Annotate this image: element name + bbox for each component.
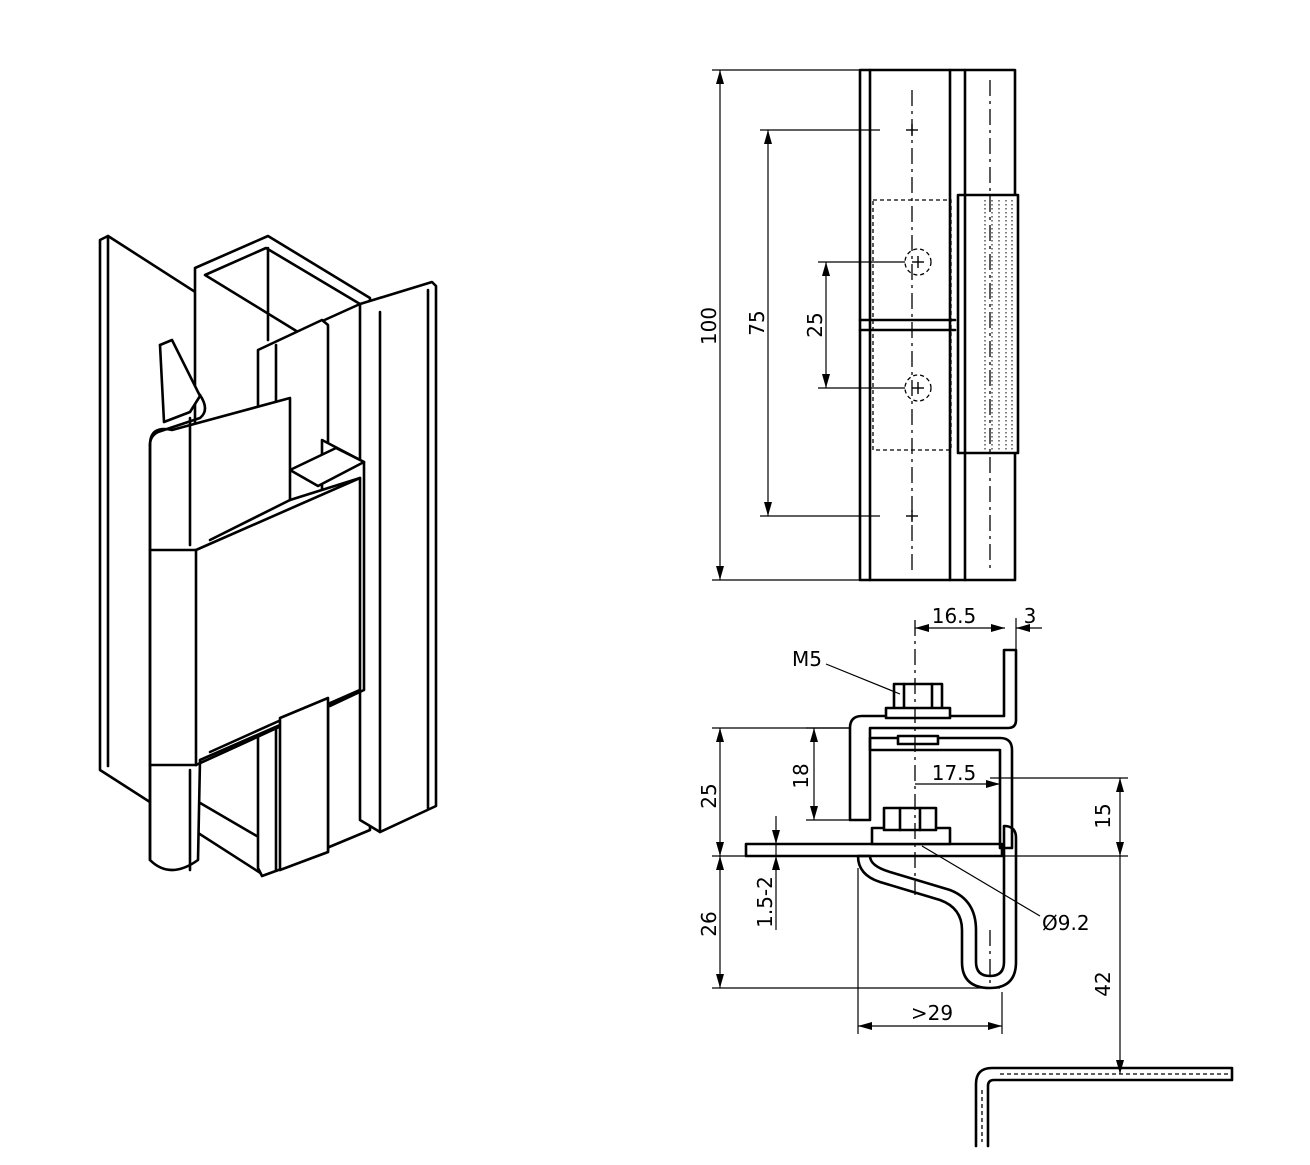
l-profile-detail: [974, 1066, 1234, 1148]
dim-width-min: >29: [911, 1001, 953, 1025]
section-view: 16.5 3 M5 18 17.5 25 15: [697, 604, 1128, 1074]
dim-hole-spacing-outer: 75: [745, 310, 769, 335]
dim-offset-b: 3: [1024, 604, 1037, 628]
dim-gap-range: 1.5-2: [753, 876, 777, 928]
dim-height-profile: 42: [1091, 971, 1115, 996]
dim-offset-c: 17.5: [932, 761, 977, 785]
dim-height-upper: 25: [697, 783, 721, 808]
dim-height-total: 100: [697, 307, 721, 345]
front-view: 100 75 25: [697, 68, 1020, 582]
label-bore-diameter: Ø9.2: [1042, 911, 1090, 935]
dim-offset-a: 16.5: [932, 604, 977, 628]
label-thread: M5: [792, 647, 822, 671]
isometric-hinge-view: [98, 234, 438, 878]
dim-height-lower: 26: [697, 911, 721, 936]
dim-hole-spacing-inner: 25: [803, 312, 827, 337]
dim-depth-upper: 18: [789, 763, 813, 788]
dim-height-right: 15: [1091, 803, 1115, 828]
